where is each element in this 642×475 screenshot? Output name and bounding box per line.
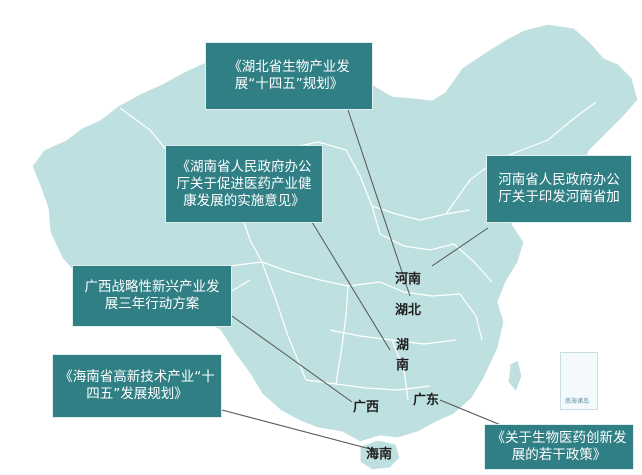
province-label-hainan: 海南 [366,447,393,462]
province-label-guangxi: 广西 [353,400,380,415]
annotation-hainan-plan: 《海南省高新技术产业“十四五”发展规划》 [52,354,222,418]
leader-line-hubei [347,109,411,297]
annotation-hubei-plan: 《湖北省生物产业发展“十四五”规划》 [205,42,373,110]
south-china-sea-inset: 南海诸岛 [560,352,598,410]
annotation-guangxi-plan: 广西战略性新兴产业发展三年行动方案 [72,265,232,327]
leader-lines [221,109,509,451]
annotation-guangdong-policy: 《关于生物医药创新发展的若干政策》 [484,424,634,470]
leader-line-guangxi [231,315,353,403]
hainan-island-shape [359,439,401,471]
province-label-henan: 河南 [395,272,422,287]
province-label-hubei: 湖北 [395,303,422,318]
taiwan-island-shape [507,359,523,394]
province-label-guangdong: 广东 [413,393,440,408]
inset-label: 南海诸岛 [565,398,590,405]
leader-line-hainan [221,409,375,451]
annotation-henan-notice: 河南省人民政府办公厅关于印发河南省加 [486,155,632,223]
leader-line-guangdong [439,399,509,429]
leader-line-hunan [311,221,391,351]
province-borders [93,101,597,401]
province-label-hunan-line2: 南 [396,358,410,373]
province-label-hunan-line1: 湖 [396,338,410,353]
leader-line-henan [431,227,489,267]
annotation-hunan-opinion: 《湖南省人民政府办公厅关于促进医药产业健康发展的实施意见》 [165,145,323,223]
